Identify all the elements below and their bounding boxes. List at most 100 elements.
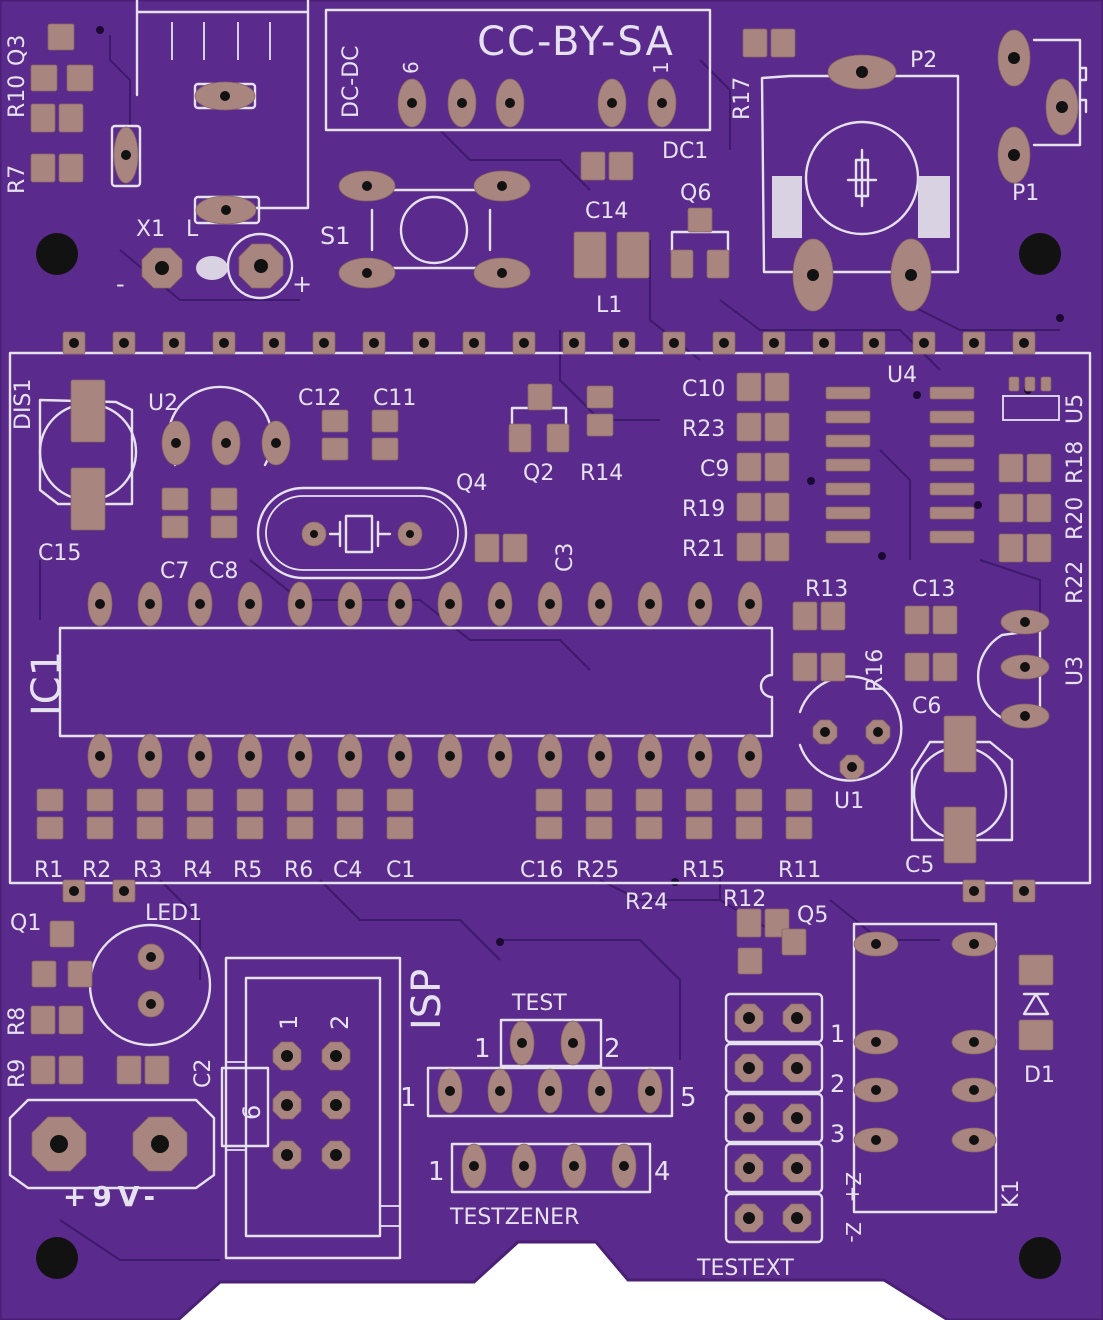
c12-pad-b (321, 437, 349, 461)
dcdc-outline (324, 8, 712, 132)
testext-cell-1 (724, 1042, 824, 1094)
r4-pad-a (186, 788, 214, 812)
designator-c11: C11 (373, 386, 416, 411)
dis1-header-pin-3-drill (219, 338, 229, 348)
ic1-pin-bot-1-drill (145, 751, 155, 761)
isp-pin-3-drill (330, 1099, 342, 1111)
l1-pad-a (573, 231, 607, 279)
s1-pin-2-drill (362, 268, 372, 278)
q2-pad-c (546, 423, 570, 453)
dis1-header-pin-11-drill (619, 338, 629, 348)
r11-pad-a (785, 788, 813, 812)
c8-pad-b (210, 515, 238, 539)
q6-pad-c (706, 249, 730, 279)
designator-r11: R11 (778, 858, 821, 883)
u4-pad-r-5 (929, 506, 975, 520)
r13-pad-b (820, 601, 846, 631)
designator-q4: Q4 (456, 471, 487, 496)
dis1-outline (8, 351, 1092, 885)
led1-pin-b-drill (146, 999, 156, 1009)
testext-pin-a-4-drill (743, 1212, 755, 1224)
power-outline (8, 1098, 216, 1190)
designator-r10: R10 (5, 75, 30, 118)
r17-pad-b (770, 28, 796, 58)
u4-pad-l-3 (825, 458, 871, 472)
c10-pad-b (764, 372, 790, 402)
r13-pad-a (792, 601, 818, 631)
trace-17 (879, 449, 911, 560)
designator-u5: U5 (1063, 394, 1088, 424)
designator-s1: S1 (320, 222, 351, 250)
p1-outline (1032, 38, 1088, 147)
designator-c2: C2 (191, 1059, 216, 1088)
p1-pin-3-drill (1008, 149, 1020, 161)
trace-7 (500, 939, 681, 1060)
testext-pin-a-0-drill (743, 1012, 755, 1024)
q3-pad-c (66, 64, 94, 92)
u3-pin-1-drill (1020, 662, 1030, 672)
r8-pad-a (30, 1005, 56, 1035)
isp-pin-1-drill (330, 1050, 342, 1062)
c5-pad-b (943, 806, 977, 864)
designator-r12: R12 (723, 887, 766, 912)
x1-jumper-outline (110, 124, 142, 188)
r1-pad-a (36, 788, 64, 812)
pin-label-test_1: 1 (474, 1034, 491, 1064)
r7-pad-b (58, 153, 84, 183)
pin-label-test_2: 2 (604, 1034, 621, 1064)
designator-r6: R6 (284, 858, 313, 883)
testzener-pin-1-drill (519, 1161, 529, 1171)
designator-q2: Q2 (523, 461, 554, 486)
designator-r23: R23 (682, 417, 725, 442)
r8-pad-b (58, 1005, 84, 1035)
r3-pad-a (136, 788, 164, 812)
test5-pin-3-drill (595, 1086, 605, 1096)
c12-pad-a (321, 409, 349, 433)
via-4 (974, 501, 982, 509)
designator-c12: C12 (298, 386, 341, 411)
r17-pad-a (742, 28, 768, 58)
designator-c3: C3 (553, 543, 578, 572)
dis1-header-pin-12-drill (669, 338, 679, 348)
test5-outline (426, 1066, 674, 1118)
c6-pad-b (932, 652, 958, 682)
isp-pin-2-drill (281, 1099, 293, 1111)
q1-pad-a (49, 920, 75, 948)
p2-pin-right-drill (905, 269, 917, 281)
u5-outline (1002, 395, 1060, 421)
silkscreen (8, 0, 1092, 1260)
q1-pad-b (31, 960, 57, 988)
dis1-header-pin-5-drill (319, 338, 329, 348)
pin-label-isp_6: 6 (238, 1105, 266, 1120)
p2-shade-right (918, 176, 950, 238)
designator-l: L (186, 217, 199, 242)
trace-0 (109, 35, 131, 150)
q4-outline-outer (256, 486, 468, 580)
cap-outline-l (226, 232, 294, 300)
k1-outline (852, 922, 998, 1214)
via-0 (96, 26, 104, 34)
ic1-pin-top-5-drill (345, 599, 355, 609)
designator-r2: R2 (82, 858, 111, 883)
pin-label-isp_2: 2 (326, 1015, 354, 1030)
ic1-pin-bot-7-drill (445, 751, 455, 761)
c7-pad-a (161, 487, 189, 511)
r11a-pad-a (735, 788, 763, 812)
r14-pad-b (586, 413, 614, 437)
r15-pad-b (685, 816, 713, 840)
r22-pad-a (998, 533, 1024, 563)
designator-c7: C7 (160, 559, 189, 584)
dis1-bot-pin-c-drill (969, 886, 979, 896)
r10-pad-b (58, 103, 84, 133)
k1-pin-0-drill (871, 939, 881, 949)
designator-c16: C16 (520, 858, 563, 883)
p2-outline (760, 74, 960, 274)
designator-q6: Q6 (680, 181, 711, 206)
dcdc-label: DC-DC (339, 45, 364, 118)
trace-3 (559, 330, 660, 421)
r5-pad-b (236, 816, 264, 840)
designator-l1: L1 (596, 293, 622, 318)
isp-key (220, 1066, 270, 1148)
designator-r22: R22 (1063, 561, 1088, 604)
